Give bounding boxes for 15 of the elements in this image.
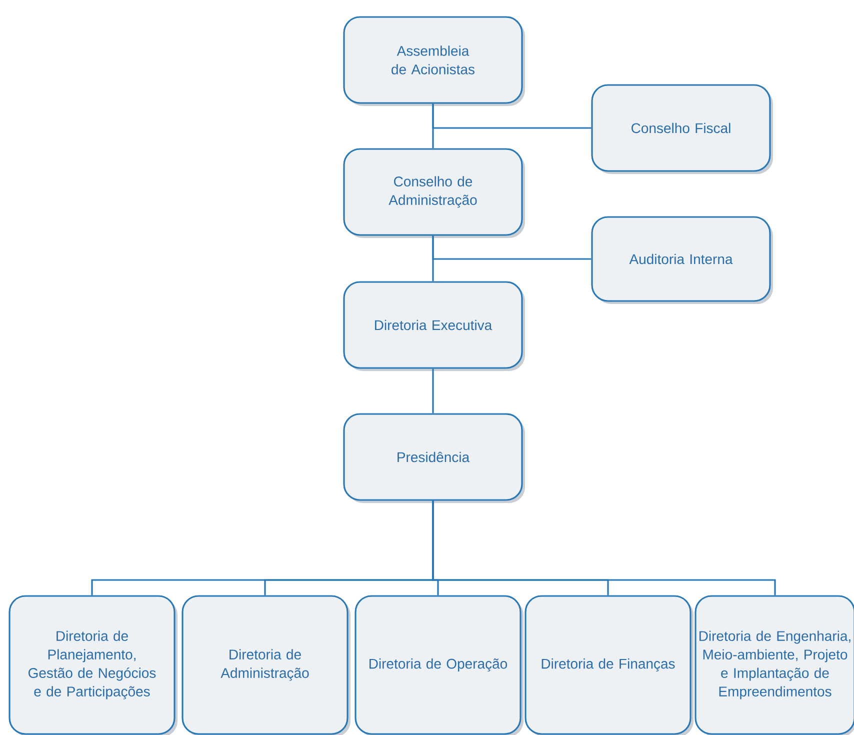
org-box: Assembleia de Acionistas <box>343 16 525 106</box>
department-box: Diretoria de Engenharia, Meio-ambiente, Projeto e Implantação de Empreendimentos <box>694 595 854 735</box>
org-box: Presidência <box>343 413 525 503</box>
org-box: Conselho de Administração <box>343 148 525 238</box>
connector-line <box>432 236 592 260</box>
side-box: Auditoria Interna <box>591 216 773 304</box>
connector-line <box>432 104 592 129</box>
side-box: Conselho Fiscal <box>591 84 773 174</box>
department-box: Diretoria de Planejamento, Gestão de Negócios e de Participações <box>8 595 178 735</box>
department-box: Diretoria de Administração <box>182 595 350 735</box>
department-box: Diretoria de Operação <box>354 595 524 735</box>
department-box: Diretoria de Finanças <box>524 595 694 735</box>
connector-line <box>432 368 434 414</box>
connector-line <box>432 500 776 596</box>
org-box: Diretoria Executiva <box>343 281 525 371</box>
